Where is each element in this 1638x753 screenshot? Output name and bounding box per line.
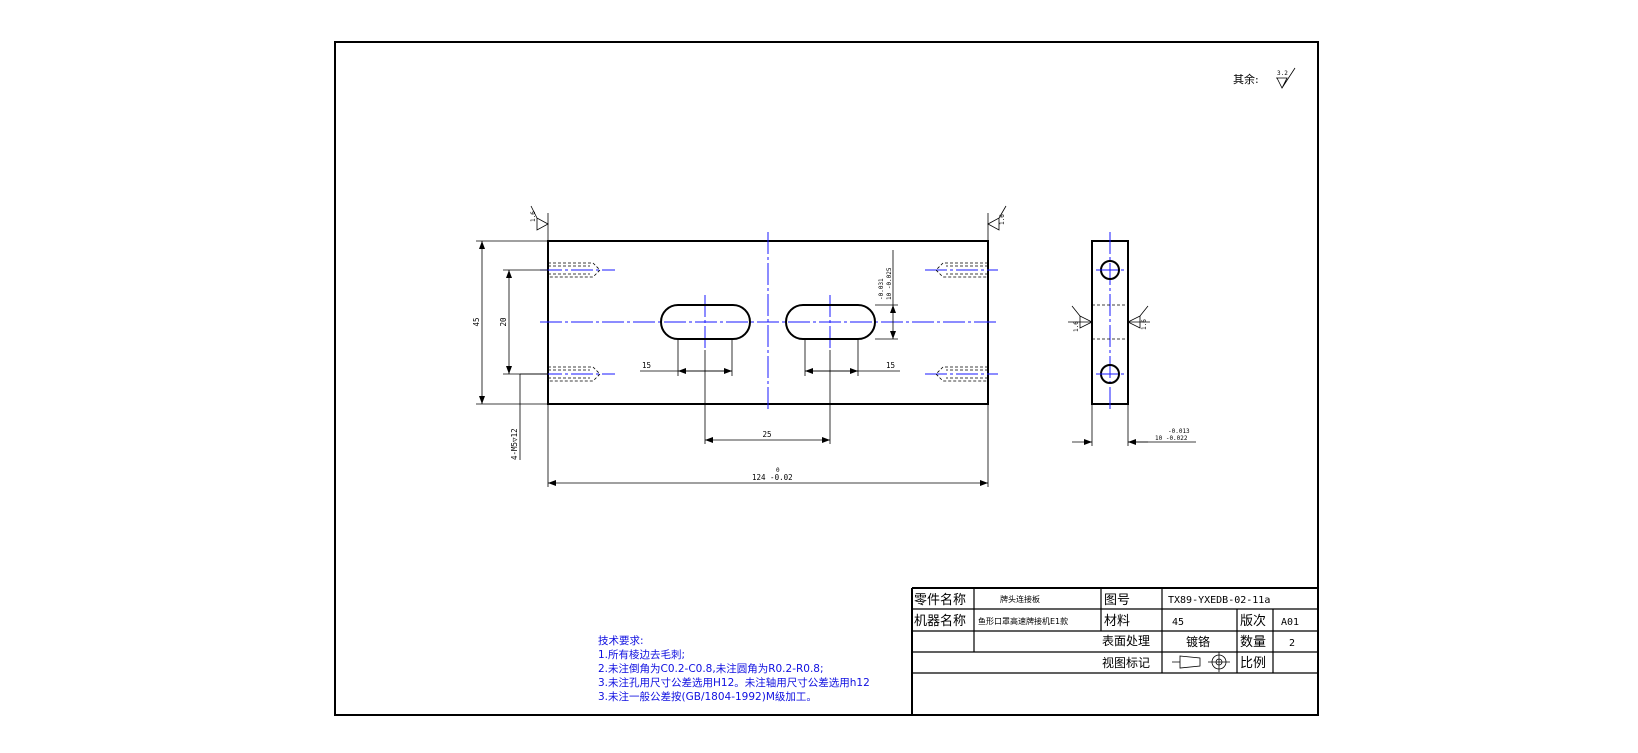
surface-label: 表面处理 [1102, 634, 1150, 648]
dim-slot-height-tol-upper: -0.031 [878, 278, 885, 300]
dim-slot-right-width: 15 [804, 339, 900, 376]
material-label: 材料 [1104, 614, 1130, 629]
dim-length: 0 124 -0.02 [547, 404, 989, 487]
dim-slot-spacing: 25 [704, 350, 831, 444]
roughness-front-right: 1.6 [987, 205, 1007, 241]
title-block: 零件名称 牌头连接板 图号 TX89-YXEDB-02-11a 机器名称 鱼形口… [911, 587, 1318, 715]
roughness-front-left-text: 1.6 [530, 211, 537, 222]
quantity-value: 2 [1289, 638, 1295, 649]
dim-side-thickness-tol-upper: -0.013 [1168, 428, 1190, 435]
surface-value: 镀铬 [1186, 634, 1210, 649]
front-view: 45 20 4-M5▽12 15 15 [472, 205, 1007, 487]
notes-title: 技术要求: [598, 634, 644, 647]
slot-right [785, 304, 876, 340]
roughness-side-left-text: 1.6 [1073, 321, 1080, 332]
general-roughness-label: 其余: [1233, 72, 1259, 86]
notes-line-4: 3.未注一般公差按(GB/1804-1992)M级加工。 [598, 690, 817, 703]
quantity-label: 数量 [1240, 635, 1266, 650]
view-mark-label: 视图标记 [1102, 655, 1150, 670]
general-roughness-value: 3.2 [1277, 70, 1288, 77]
dim-slot-right-width-text: 15 [886, 361, 895, 370]
threaded-hole-top-left [548, 262, 601, 278]
dim-slot-left-width: 15 [640, 339, 733, 376]
thread-callout-text: 4-M5▽12 [510, 428, 519, 460]
roughness-symbol-icon [1276, 67, 1296, 89]
version-value: A01 [1281, 617, 1299, 628]
part-name-value: 牌头连接板 [1000, 594, 1040, 604]
threaded-hole-bottom-left [548, 366, 601, 382]
machine-name-label: 机器名称 [914, 613, 966, 629]
technical-requirements: 技术要求: 1.所有棱边去毛刺; 2.未注倒角为C0.2-C0.8,未注圆角为R… [598, 634, 870, 703]
roughness-side-right: 1.6 [1127, 305, 1150, 330]
dim-slot-left-width-text: 15 [642, 361, 651, 370]
machine-name-value: 鱼形口罩高速牌接机E1款 [978, 616, 1068, 626]
thread-callout: 4-M5▽12 [510, 373, 548, 460]
dim-length-text: 124 -0.02 [752, 473, 793, 482]
dim-length-tol-upper: 0 [776, 467, 780, 474]
roughness-front-right-text: 1.6 [999, 214, 1006, 225]
part-name-label: 零件名称 [914, 592, 966, 608]
notes-line-3: 3.未注孔用尺寸公差选用H12。未注轴用尺寸公差选用h12 [598, 676, 870, 689]
dim-overall-height: 45 [472, 240, 548, 405]
dim-overall-height-text: 45 [472, 317, 481, 326]
roughness-side-right-text: 1.6 [1141, 319, 1148, 330]
dim-slot-spacing-text: 25 [762, 430, 771, 439]
dim-side-thickness: -0.013 10 -0.022 [1072, 404, 1196, 446]
roughness-front-left: 1.6 [530, 205, 549, 241]
general-roughness-note: 其余: 3.2 [1233, 67, 1296, 89]
threaded-hole-bottom-right [935, 366, 988, 382]
scale-label: 比例 [1240, 656, 1266, 671]
dim-slot-height: -0.031 10 -0.025 [875, 250, 898, 340]
drawing-no-label: 图号 [1104, 593, 1130, 608]
notes-line-2: 2.未注倒角为C0.2-C0.8,未注圆角为R0.2-R0.8; [598, 662, 824, 675]
sheet-border [334, 41, 1319, 716]
projection-symbol-icon [1172, 652, 1230, 672]
material-value: 45 [1172, 617, 1184, 628]
version-label: 版次 [1240, 613, 1266, 629]
side-view: -0.013 10 -0.022 1.6 1.6 [1068, 232, 1196, 446]
roughness-side-left: 1.6 [1068, 305, 1093, 332]
dim-slot-height-tol-lower: 10 -0.025 [886, 267, 893, 300]
drawing-no-value: TX89-YXEDB-02-11a [1168, 595, 1270, 606]
dim-hole-spacing-text: 20 [499, 317, 508, 327]
slot-left [660, 304, 751, 340]
threaded-hole-top-right [935, 262, 988, 278]
notes-line-1: 1.所有棱边去毛刺; [598, 648, 685, 661]
dim-side-thickness-tol-lower: 10 -0.022 [1155, 435, 1188, 442]
